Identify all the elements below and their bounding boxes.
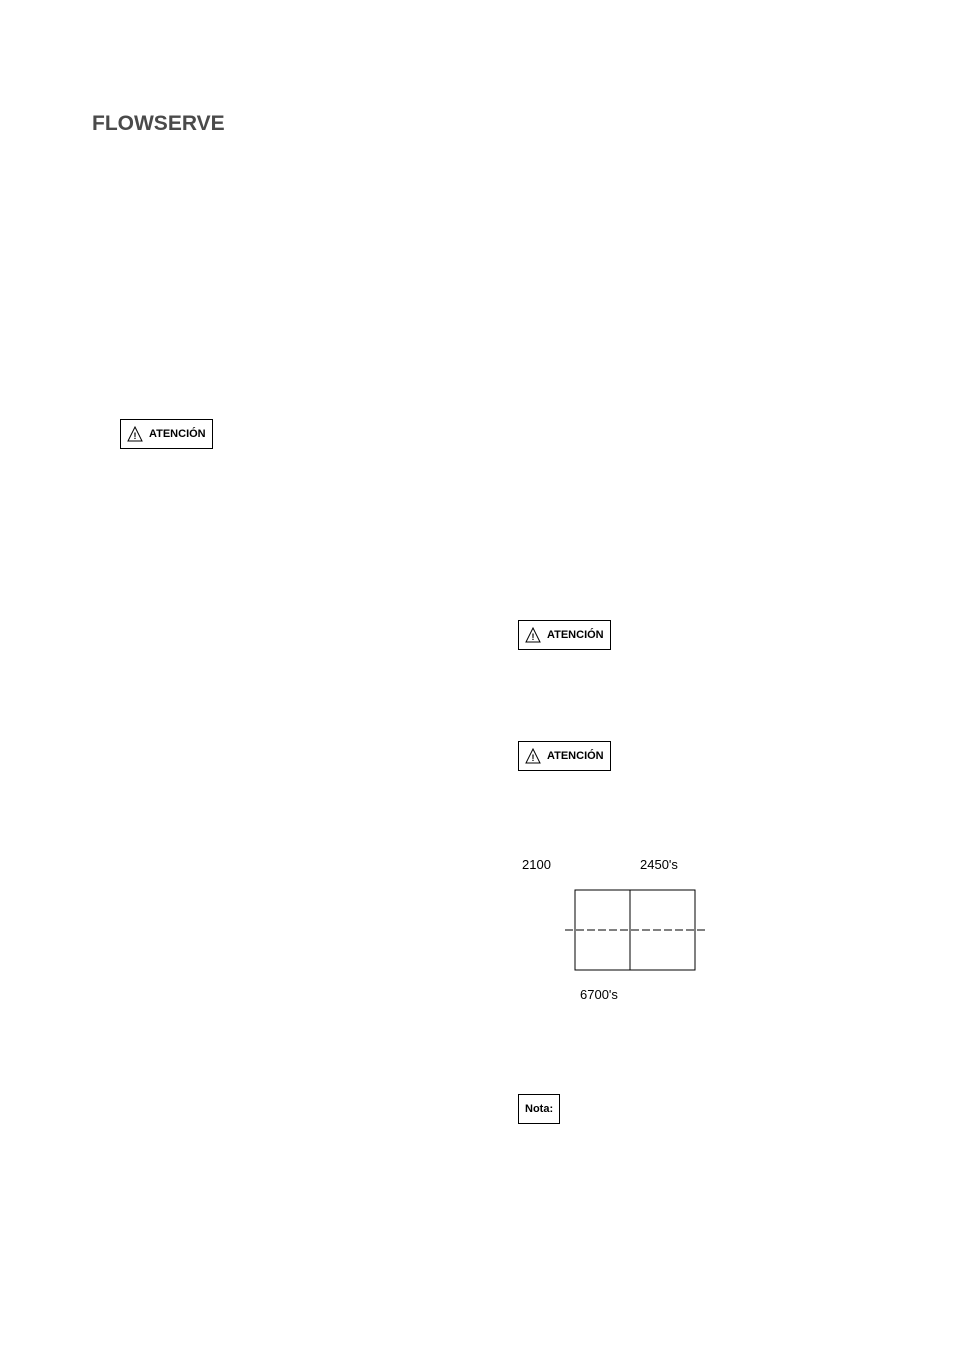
part-label: 6700's [580,987,618,1002]
note-label: Nota: [525,1103,554,1115]
svg-text:!: ! [532,753,535,763]
warning-label: ATENCIÓN [149,428,206,440]
svg-text:!: ! [134,431,137,441]
warning-label: ATENCIÓN [547,750,604,762]
shaft-diagram [565,889,705,971]
warning-box: ! ATENCIÓN [120,419,213,449]
warning-icon: ! [127,426,143,442]
warning-box: ! ATENCIÓN [518,620,611,650]
warning-label: ATENCIÓN [547,629,604,641]
part-label: 2450's [640,857,678,872]
svg-text:!: ! [532,632,535,642]
flowserve-logo: FLOWSERVE [92,112,225,135]
warning-icon: ! [525,748,541,764]
part-label: 2100 [522,857,551,872]
note-box: Nota: [518,1094,561,1124]
warning-icon: ! [525,627,541,643]
warning-box: ! ATENCIÓN [518,741,611,771]
